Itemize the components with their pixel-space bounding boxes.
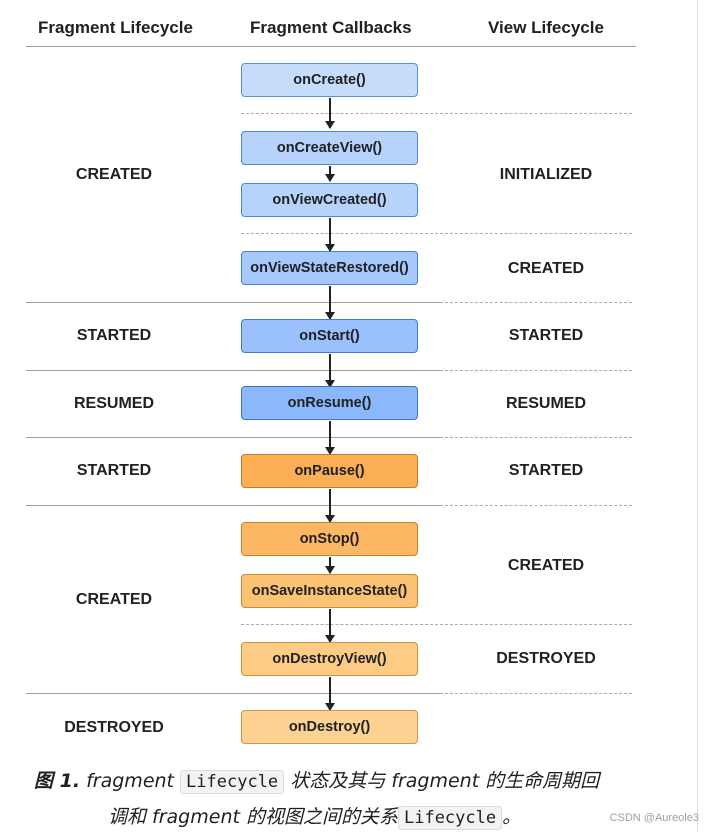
fragment-section-divider (26, 302, 440, 303)
header-divider (26, 46, 636, 47)
callback-on-stop: onStop() (241, 522, 418, 556)
header-fragment-lifecycle: Fragment Lifecycle (38, 18, 193, 37)
fragment-section-divider (26, 693, 440, 694)
callback-on-view-state-restored: onViewStateRestored() (241, 251, 418, 285)
fragment-section-divider (26, 437, 440, 438)
flow-arrow (325, 421, 335, 455)
flow-arrow (325, 98, 335, 129)
header-view-lifecycle: View Lifecycle (488, 18, 604, 37)
view-state-created-down: CREATED (507, 557, 585, 574)
callback-on-save-instance-state: onSaveInstanceState() (241, 574, 418, 608)
view-state-started: STARTED (508, 327, 584, 344)
caption-code-lifecycle: Lifecycle (180, 770, 285, 794)
header-fragment-callbacks: Fragment Callbacks (250, 18, 412, 37)
callback-on-start: onStart() (241, 319, 418, 353)
fragment-state-created: CREATED (75, 166, 153, 183)
fragment-section-divider (26, 370, 440, 371)
fragment-state-started-down: STARTED (76, 462, 152, 479)
flow-arrow (325, 677, 335, 711)
caption-text: 状态及其与 fragment 的生命周期回 (284, 770, 600, 792)
fragment-section-divider (26, 505, 440, 506)
callback-on-view-created: onViewCreated() (241, 183, 418, 217)
flow-arrow (325, 354, 335, 388)
page-edge-divider (697, 0, 698, 832)
caption-text: fragment (80, 770, 181, 792)
figure-label: 图 1. (34, 770, 81, 792)
view-state-destroyed: DESTROYED (496, 650, 596, 667)
view-state-started-down: STARTED (508, 462, 584, 479)
caption-text: 调和 fragment 的视图之间的关系 (108, 806, 398, 828)
fragment-state-started: STARTED (76, 327, 152, 344)
view-state-resumed: RESUMED (505, 395, 587, 412)
flow-arrow (325, 557, 335, 574)
callback-on-pause: onPause() (241, 454, 418, 488)
caption-code-lifecycle: Lifecycle (397, 806, 503, 830)
callback-on-create-view: onCreateView() (241, 131, 418, 165)
fragment-state-resumed: RESUMED (73, 395, 155, 412)
callback-on-resume: onResume() (241, 386, 418, 420)
callback-on-create: onCreate() (241, 63, 418, 97)
view-section-divider (241, 624, 632, 625)
flow-arrow (325, 286, 335, 320)
view-section-divider (440, 505, 632, 506)
view-section-divider (440, 370, 632, 371)
view-state-initialized: INITIALIZED (499, 166, 593, 183)
view-section-divider (241, 113, 632, 114)
flow-arrow (325, 609, 335, 643)
callback-on-destroy: onDestroy() (241, 710, 418, 744)
view-section-divider (440, 302, 632, 303)
view-section-divider (241, 233, 632, 234)
callback-on-destroy-view: onDestroyView() (241, 642, 418, 676)
fragment-state-created-down: CREATED (75, 591, 153, 608)
watermark: CSDN @Aureole3 (609, 812, 699, 824)
view-section-divider (440, 437, 632, 438)
flow-arrow (325, 489, 335, 523)
view-state-created: CREATED (507, 260, 585, 277)
flow-arrow (325, 218, 335, 252)
view-section-divider (440, 693, 632, 694)
fragment-state-destroyed: DESTROYED (64, 719, 164, 736)
flow-arrow (325, 166, 335, 182)
caption-text: 。 (502, 806, 522, 828)
